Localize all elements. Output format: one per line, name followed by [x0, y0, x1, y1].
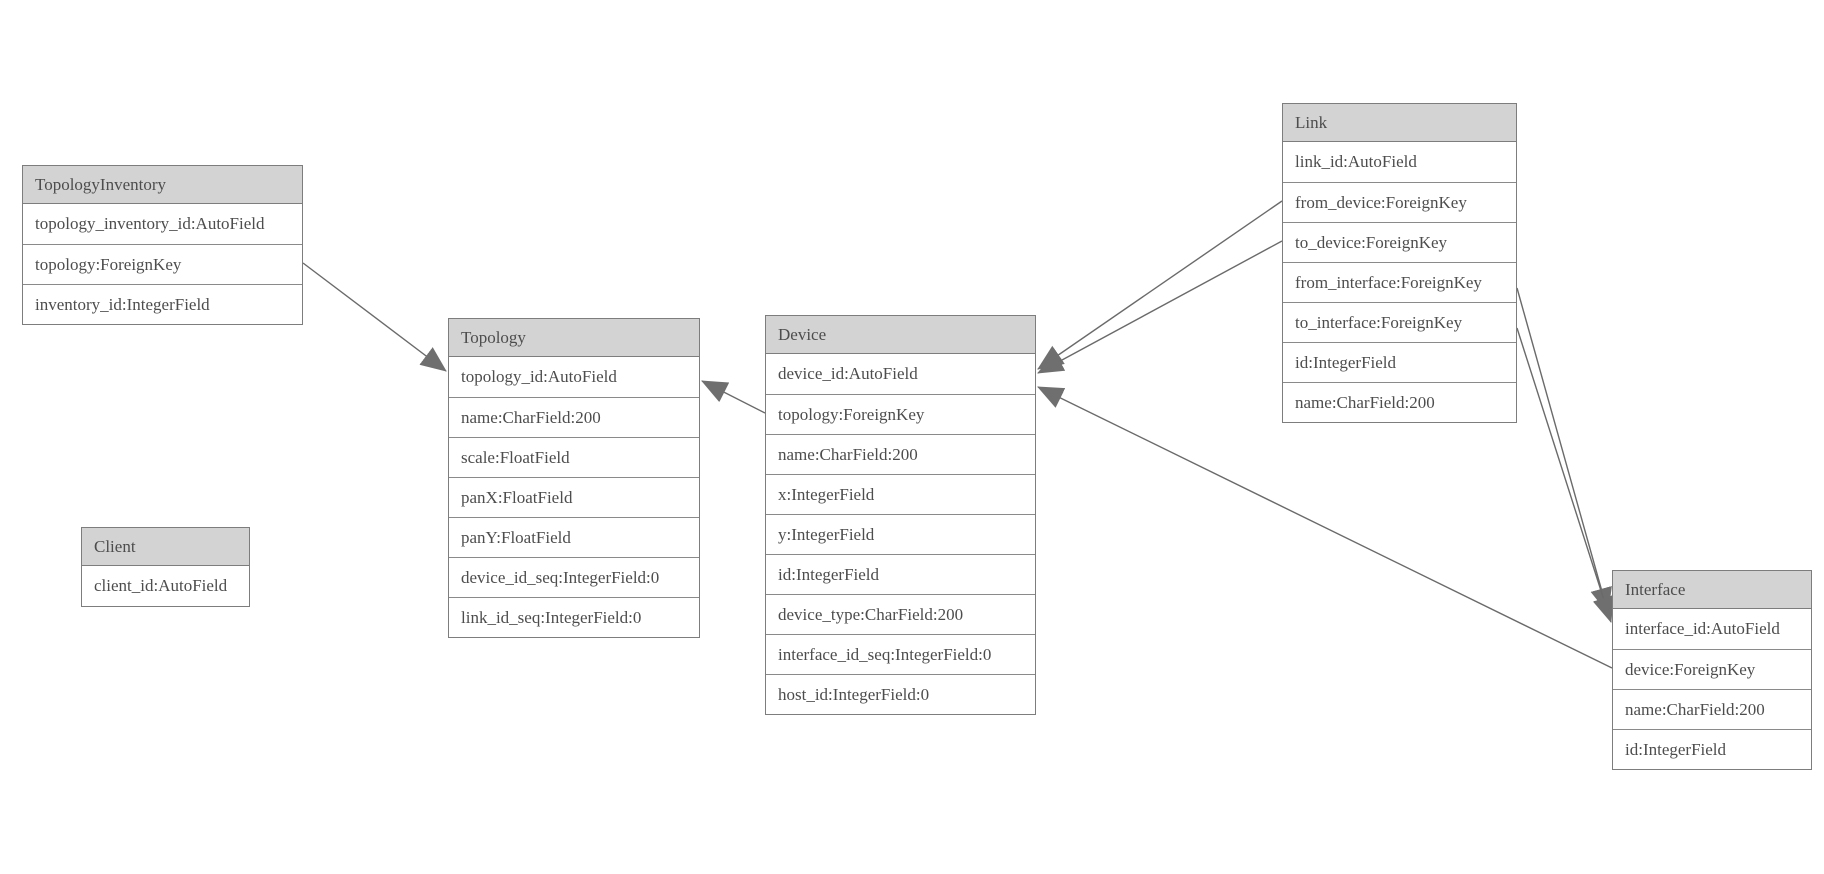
- field-row: topology_id:AutoField: [449, 357, 699, 397]
- field-row: name:CharField:200: [1283, 382, 1516, 422]
- entity-header: Device: [766, 316, 1035, 354]
- field-row: panY:FloatField: [449, 517, 699, 557]
- field-row: name:CharField:200: [1613, 689, 1811, 729]
- relationship-edge: [1516, 327, 1614, 623]
- field-row: device_id_seq:IntegerField:0: [449, 557, 699, 597]
- relationship-edge: [302, 262, 447, 372]
- relationship-edge: [1037, 200, 1283, 370]
- entity-header: Link: [1283, 104, 1516, 142]
- entity-header: TopologyInventory: [23, 166, 302, 204]
- relationship-edge: [1037, 386, 1613, 669]
- field-row: link_id_seq:IntegerField:0: [449, 597, 699, 637]
- field-row: device:ForeignKey: [1613, 649, 1811, 689]
- field-row: to_device:ForeignKey: [1283, 222, 1516, 262]
- field-row: scale:FloatField: [449, 437, 699, 477]
- field-row: x:IntegerField: [766, 474, 1035, 514]
- field-row: interface_id:AutoField: [1613, 609, 1811, 649]
- field-row: to_interface:ForeignKey: [1283, 302, 1516, 342]
- field-row: topology:ForeignKey: [23, 244, 302, 284]
- field-row: link_id:AutoField: [1283, 142, 1516, 182]
- field-row: id:IntegerField: [1283, 342, 1516, 382]
- field-row: host_id:IntegerField:0: [766, 674, 1035, 714]
- field-row: name:CharField:200: [766, 434, 1035, 474]
- field-row: device_id:AutoField: [766, 354, 1035, 394]
- relationship-edge: [701, 380, 766, 414]
- field-row: id:IntegerField: [766, 554, 1035, 594]
- field-row: interface_id_seq:IntegerField:0: [766, 634, 1035, 674]
- field-row: topology_inventory_id:AutoField: [23, 204, 302, 244]
- entity-client[interactable]: Client client_id:AutoField: [81, 527, 250, 607]
- field-row: id:IntegerField: [1613, 729, 1811, 769]
- relationship-edge: [1516, 287, 1612, 614]
- field-row: panX:FloatField: [449, 477, 699, 517]
- field-row: device_type:CharField:200: [766, 594, 1035, 634]
- field-row: inventory_id:IntegerField: [23, 284, 302, 324]
- entity-header: Client: [82, 528, 249, 566]
- entity-fields: client_id:AutoField: [82, 566, 249, 606]
- field-row: from_interface:ForeignKey: [1283, 262, 1516, 302]
- field-row: from_device:ForeignKey: [1283, 182, 1516, 222]
- entity-header: Topology: [449, 319, 699, 357]
- relationship-edge: [1037, 240, 1283, 374]
- entity-topology-inventory[interactable]: TopologyInventory topology_inventory_id:…: [22, 165, 303, 325]
- field-row: topology:ForeignKey: [766, 394, 1035, 434]
- entity-header: Interface: [1613, 571, 1811, 609]
- field-row: client_id:AutoField: [82, 566, 249, 606]
- field-row: name:CharField:200: [449, 397, 699, 437]
- field-row: y:IntegerField: [766, 514, 1035, 554]
